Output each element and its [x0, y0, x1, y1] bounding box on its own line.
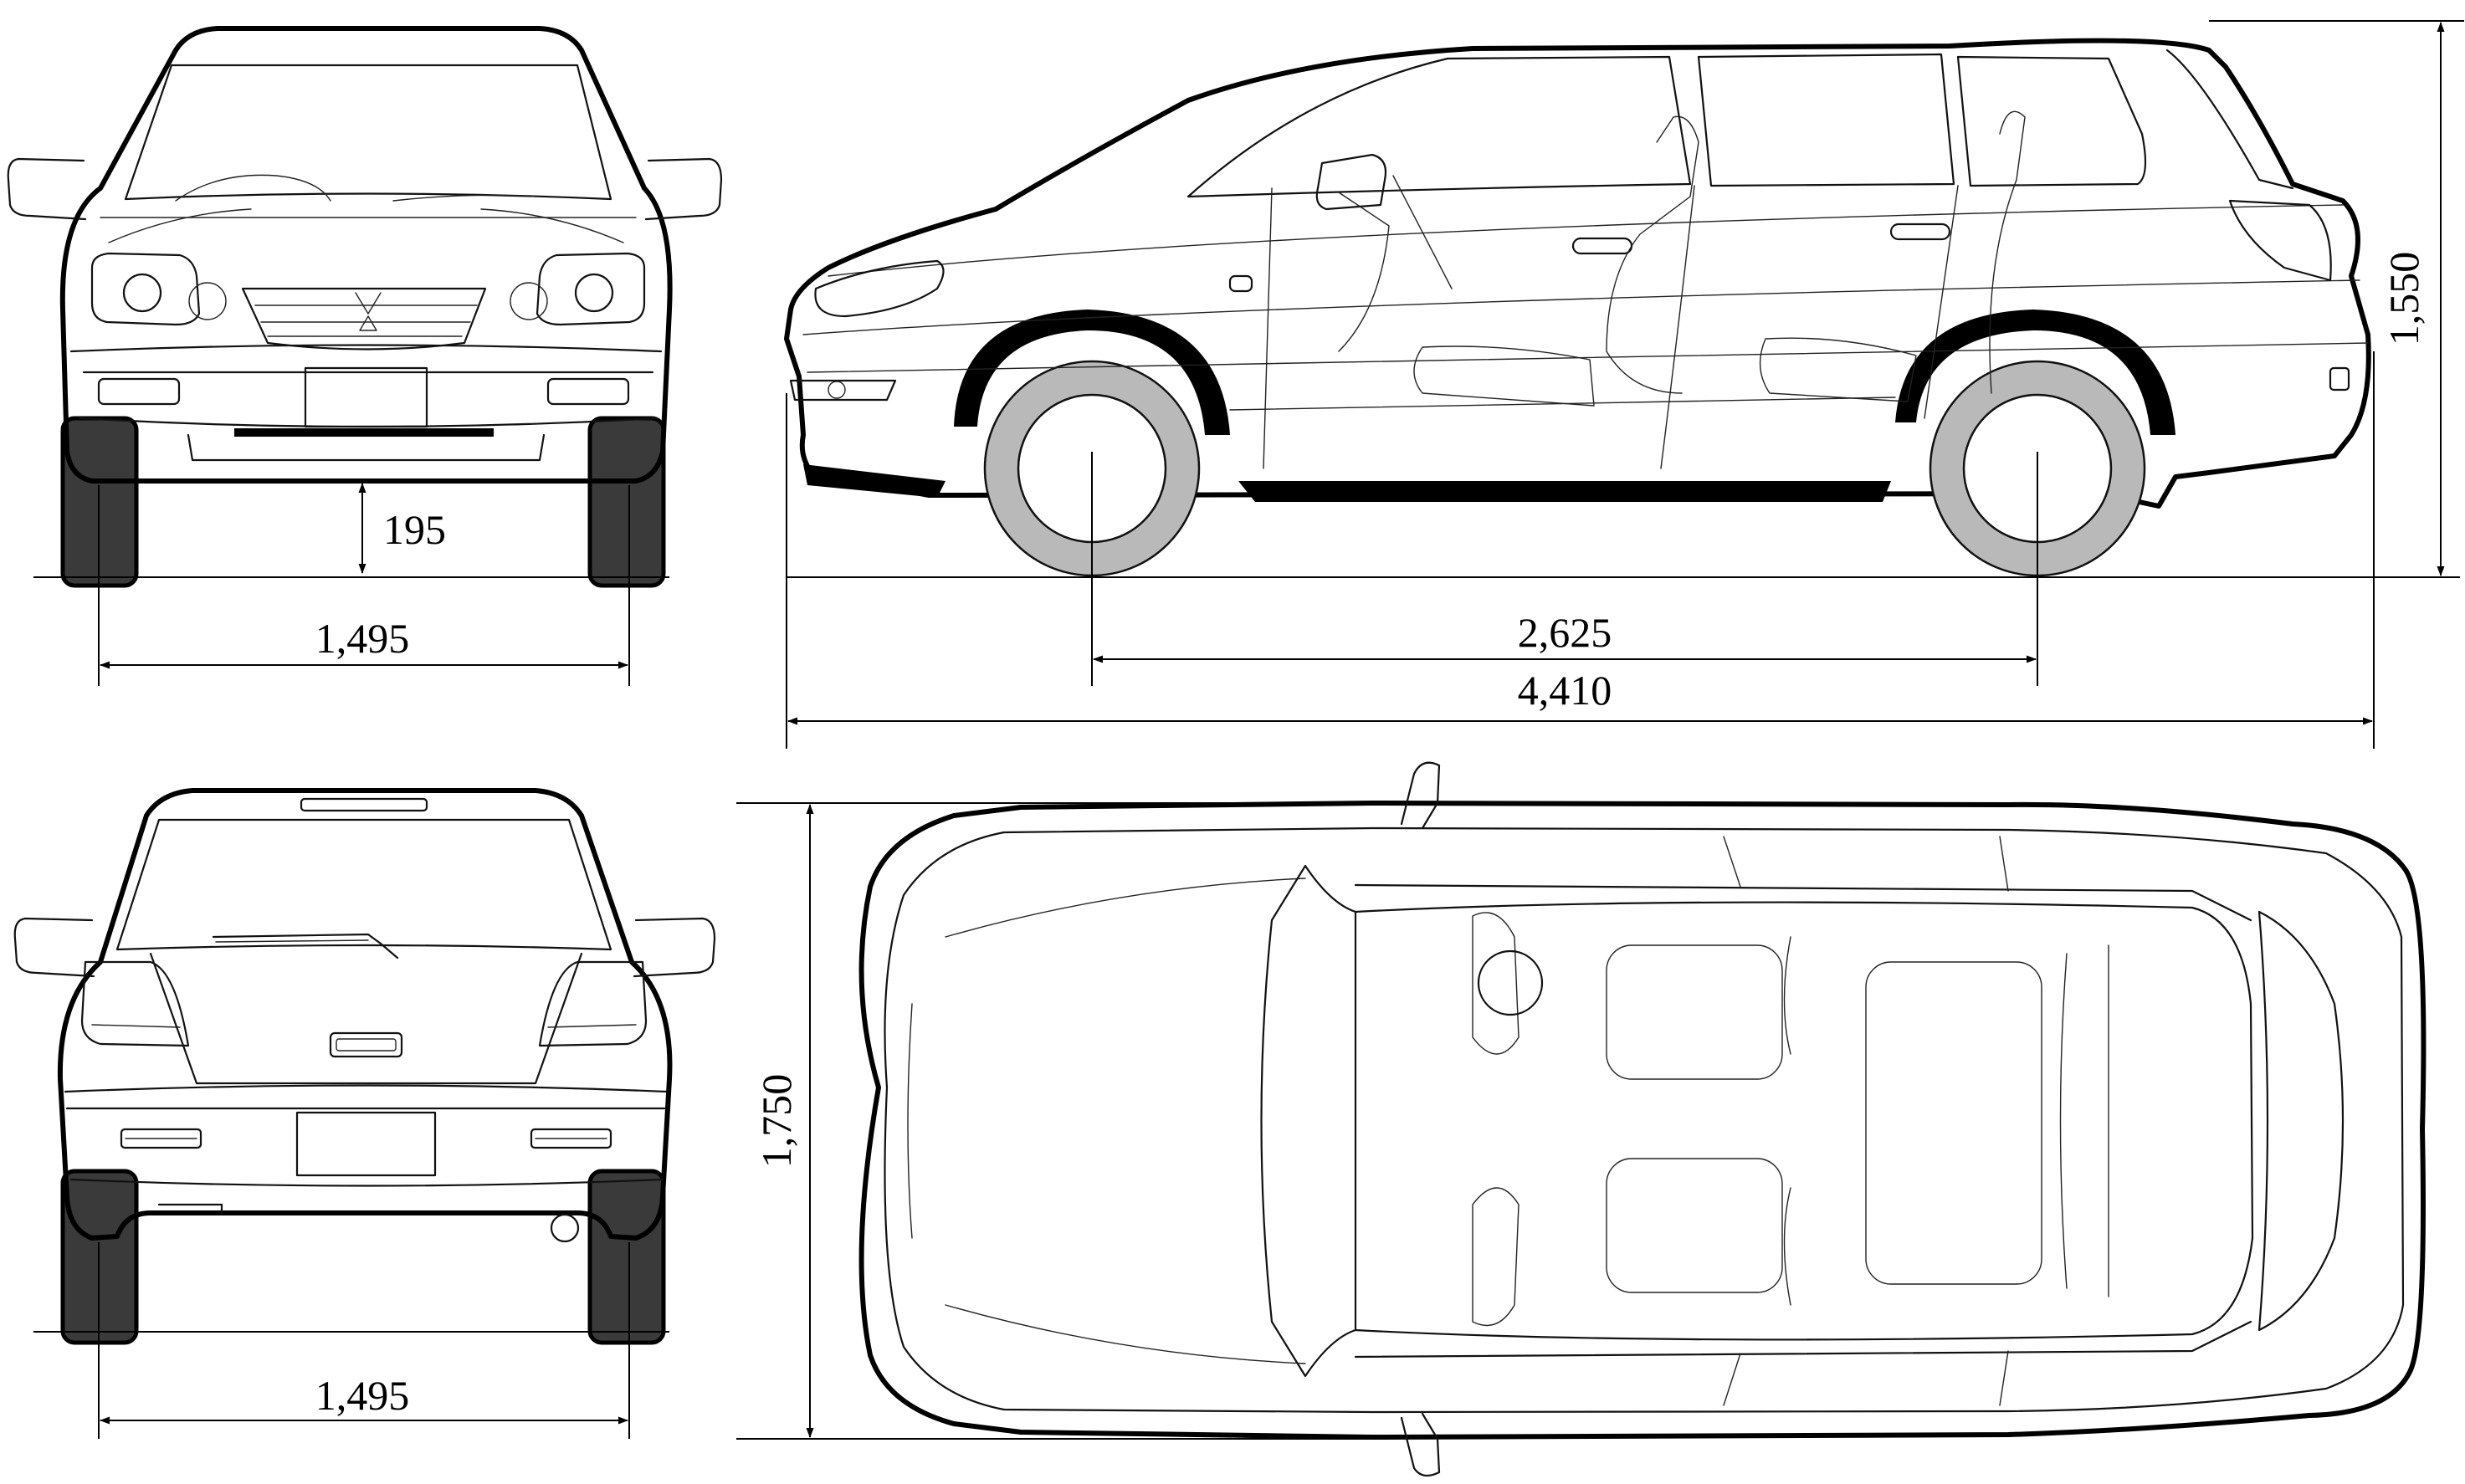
overall-width-label: 1,750: [753, 1074, 800, 1169]
rear-view: [13, 788, 716, 1345]
overall-height-label: 1,550: [2380, 252, 2427, 346]
front-track-label: 1,495: [315, 615, 410, 662]
wheelbase-label: 2,625: [1518, 609, 1612, 656]
front-view: [7, 26, 723, 588]
top-view: [858, 761, 2427, 1477]
overall-length-label: 4,410: [1518, 667, 1612, 714]
side-view: [784, 38, 2371, 577]
rear-track-label: 1,495: [315, 1372, 410, 1419]
ground-clearance-label: 195: [383, 506, 446, 553]
